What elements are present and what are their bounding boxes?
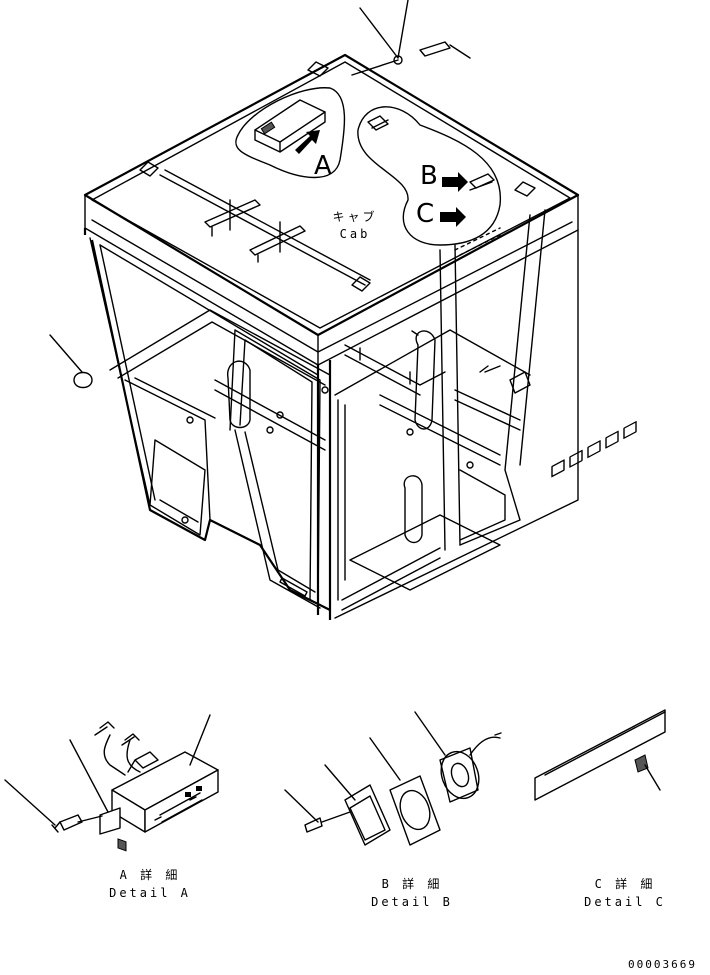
drawing-number: 00003669: [628, 958, 697, 971]
detail-a-title-en: Detail A: [109, 886, 191, 900]
callout-c: C: [416, 199, 435, 229]
cab-label-en: Cab: [339, 227, 371, 241]
callout-a: A: [314, 151, 332, 181]
frame-bolts: [181, 386, 474, 524]
detail-a-drawing: [4, 714, 219, 852]
detail-b-title-en: Detail B: [371, 895, 453, 909]
cab-roof: [83, 0, 580, 366]
callout-b: B: [420, 161, 438, 191]
cab-label-jp: キャブ: [332, 210, 378, 224]
detail-c-drawing: [534, 421, 666, 801]
detail-a-title-jp: A 詳 細: [119, 868, 181, 882]
detail-c-title-en: Detail C: [584, 895, 666, 909]
detail-b-drawing: [284, 711, 502, 846]
detail-c-title-jp: C 詳 細: [594, 877, 656, 891]
detail-b-title-jp: B 詳 細: [381, 877, 443, 891]
cab-frame: [49, 209, 579, 620]
switch-panel: [544, 421, 666, 776]
